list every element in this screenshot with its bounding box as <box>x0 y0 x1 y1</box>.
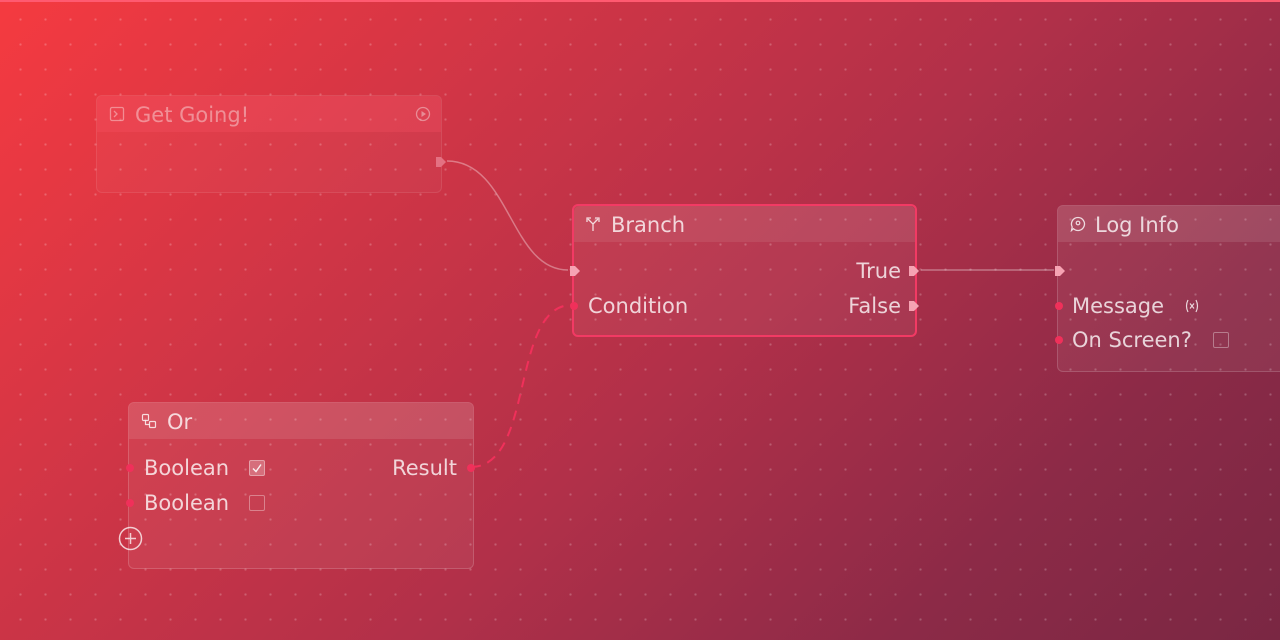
exec-input-pin[interactable] <box>569 265 581 277</box>
condition-input-pin[interactable] <box>570 302 578 310</box>
node-title: Log Info <box>1095 213 1179 237</box>
boolean-input-pin-1[interactable] <box>126 464 134 472</box>
node-title: Or <box>167 410 193 434</box>
message-input-pin[interactable] <box>1055 302 1063 310</box>
exec-input-pin[interactable] <box>1054 265 1066 277</box>
node-header[interactable]: Or <box>129 403 473 439</box>
on-screen-checkbox[interactable] <box>1213 332 1229 348</box>
plus-circle-icon[interactable] <box>118 526 143 551</box>
false-output-pin[interactable] <box>908 300 920 312</box>
true-output-label: True <box>856 259 901 283</box>
node-get-going[interactable]: Get Going! <box>96 95 446 193</box>
condition-label: Condition <box>588 294 689 318</box>
checkmark-icon <box>252 464 262 473</box>
boolean-checkbox-1[interactable] <box>249 460 265 476</box>
node-or[interactable]: Or Boolean Boolean Result <box>118 402 475 569</box>
node-header[interactable]: Log Info <box>1058 206 1280 242</box>
node-header[interactable]: Branch <box>574 206 915 242</box>
wire-or-result-to-condition[interactable] <box>470 304 573 468</box>
message-label: Message <box>1072 294 1165 318</box>
event-icon <box>109 106 125 122</box>
result-output-label: Result <box>392 456 457 480</box>
node-header[interactable]: Get Going! <box>97 96 441 132</box>
on-screen-label: On Screen? <box>1072 328 1192 352</box>
variable-icon[interactable] <box>1184 299 1200 313</box>
result-output-pin[interactable] <box>467 464 475 472</box>
top-accent-line <box>0 0 1280 2</box>
false-output-label: False <box>848 294 901 318</box>
boolean-checkbox-2[interactable] <box>249 495 265 511</box>
branch-icon <box>586 217 600 231</box>
node-branch[interactable]: Branch Condition True False <box>569 204 920 337</box>
node-title: Branch <box>611 213 686 237</box>
speech-bubble-icon <box>1070 216 1086 232</box>
wire-get-going-to-branch[interactable] <box>446 160 569 271</box>
true-output-pin[interactable] <box>908 265 920 277</box>
boolean-input-pin-2[interactable] <box>126 499 134 507</box>
boolean-label-1: Boolean <box>144 456 230 480</box>
boolean-label-2: Boolean <box>144 491 230 515</box>
logic-gate-icon <box>141 413 157 429</box>
play-icon[interactable] <box>415 106 431 122</box>
on-screen-input-pin[interactable] <box>1055 336 1063 344</box>
node-log-info[interactable]: Log Info Message On Screen? <box>1054 205 1280 372</box>
node-title: Get Going! <box>135 103 250 127</box>
exec-output-pin[interactable] <box>435 156 447 168</box>
